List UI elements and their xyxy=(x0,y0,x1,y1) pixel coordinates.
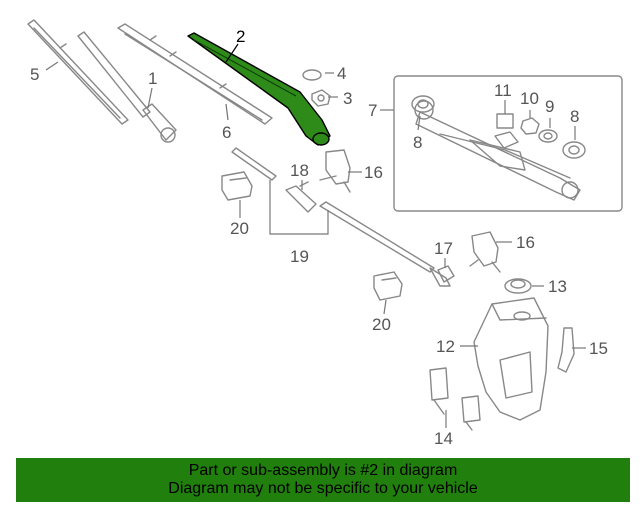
part-9-washer xyxy=(538,129,558,143)
callout-10: 10 xyxy=(520,89,539,108)
part-11-bushing xyxy=(496,113,514,129)
part-13-cap xyxy=(504,278,532,294)
part-3-nut xyxy=(311,89,331,107)
callout-2: 2 xyxy=(236,27,245,46)
info-banner: Part or sub-assembly is #2 in diagram Di… xyxy=(16,458,630,502)
part-12-reservoir xyxy=(473,297,549,421)
part-2-wiper-arm xyxy=(187,32,331,146)
part-20-clip-upper xyxy=(221,171,253,201)
callout-18: 18 xyxy=(290,161,309,180)
part-1-wiper-arm xyxy=(77,31,177,143)
callout-11: 11 xyxy=(494,81,512,100)
callout-6: 6 xyxy=(222,123,231,142)
callout-9: 9 xyxy=(545,97,554,116)
part-18-connector xyxy=(285,181,317,213)
callout-labels: 1 2 3 4 5 6 7 8 9 10 11 8 16 18 20 19 17… xyxy=(30,27,608,448)
leader-lines xyxy=(45,43,586,428)
part-14-washer-pump xyxy=(429,367,481,431)
callout-8-right: 8 xyxy=(570,107,579,126)
part-20-clip-lower xyxy=(373,271,403,301)
callout-4: 4 xyxy=(337,64,346,83)
callout-3: 3 xyxy=(343,89,352,108)
callout-15: 15 xyxy=(589,339,608,358)
part-8-seal-left xyxy=(411,95,435,113)
part-10-nut xyxy=(520,117,540,135)
part-19-hose xyxy=(231,147,451,287)
callout-14: 14 xyxy=(434,429,453,448)
callout-16-lower: 16 xyxy=(516,233,535,252)
part-6-wiper-blade xyxy=(117,23,273,125)
callout-8-left: 8 xyxy=(413,133,422,152)
part-16-washer-nozzle-upper xyxy=(319,149,351,193)
part-4-cap xyxy=(302,69,322,81)
part-5-wiper-blade xyxy=(27,19,129,125)
callout-19: 19 xyxy=(290,247,309,266)
parts-diagram: 1 2 3 4 5 6 7 8 9 10 11 8 16 18 20 19 17… xyxy=(27,19,623,448)
callout-20-upper: 20 xyxy=(230,219,249,238)
banner-line-part-number: Part or sub-assembly is #2 in diagram xyxy=(188,462,458,479)
callout-20-lower: 20 xyxy=(372,315,391,334)
banner-line-disclaimer: Diagram may not be specific to your vehi… xyxy=(168,480,478,497)
callout-1: 1 xyxy=(148,69,157,88)
callout-5: 5 xyxy=(30,65,39,84)
callout-7: 7 xyxy=(368,101,377,120)
callout-13: 13 xyxy=(548,277,567,296)
callout-16-upper: 16 xyxy=(364,163,383,182)
part-8-seal-right xyxy=(562,141,586,159)
callout-12: 12 xyxy=(436,337,455,356)
part-15-level-sensor xyxy=(557,327,575,373)
part-16-washer-nozzle-lower xyxy=(469,231,501,273)
part-17-elbow xyxy=(437,265,455,283)
callout-17: 17 xyxy=(434,239,453,258)
